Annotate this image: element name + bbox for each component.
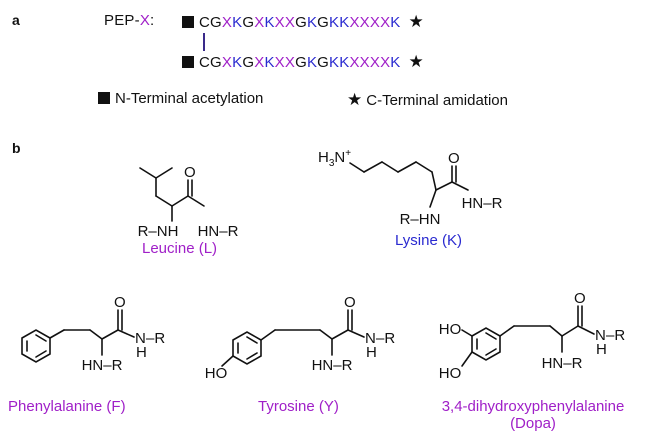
tyr-n: N — [365, 330, 376, 347]
leucine-o: O — [184, 164, 196, 181]
lysine-nh-left: R–HN — [400, 211, 441, 228]
phe-o: O — [114, 294, 126, 311]
sequence-token: KK — [329, 54, 350, 71]
phenylalanine-structure — [21, 309, 135, 363]
sequence-token: K — [390, 54, 401, 71]
legend-n-terminal: N-Terminal acetylation — [98, 90, 263, 107]
sequence-row-1: CGXKGXKXXGKGKKXXXXK★ — [182, 12, 424, 32]
sequence-token: K — [232, 54, 243, 71]
sequence-token: G — [295, 14, 307, 31]
leucine-caption: Leucine (L) — [142, 240, 218, 257]
sequence-token: G — [317, 54, 330, 71]
star-icon: ★ — [408, 12, 424, 31]
sequence-token: K — [264, 54, 275, 71]
sequence-token: K — [232, 14, 243, 31]
leucine-structure — [139, 167, 205, 222]
lysine-nh-right: HN–R — [462, 195, 503, 212]
leucine-nh-right: HN–R — [198, 223, 239, 240]
dopa-ho-top: HO — [439, 321, 462, 338]
tyr-o: O — [344, 294, 356, 311]
phe-n: N — [135, 330, 146, 347]
pep-x: X — [139, 12, 151, 29]
star-icon: ★ — [347, 90, 363, 109]
panel-b-label: b — [12, 140, 21, 156]
sequence-token: G — [317, 14, 330, 31]
sequence-token: K — [306, 14, 318, 31]
lysine-structure — [349, 161, 469, 208]
lysine-h3n: H3N+ — [318, 148, 351, 169]
tyr-h: H — [366, 344, 377, 361]
dopa-caption-line-2: (Dopa) — [510, 415, 556, 432]
sequence-token: XXXX — [349, 54, 391, 71]
lysine-o: O — [448, 150, 460, 167]
acetyl-square-icon — [98, 92, 110, 104]
sequence-token: K — [390, 14, 401, 31]
tyrosine-structure — [221, 309, 365, 367]
phe-hn: HN–R — [82, 357, 123, 374]
sequence-token: G — [295, 54, 307, 71]
sequence-token: XXXX — [349, 14, 391, 31]
sequence-tokens-1: CGXKGXKXXGKGKKXXXXK — [199, 14, 401, 31]
sequence-token: XX — [274, 14, 296, 31]
sequence-token: X — [254, 54, 265, 71]
phe-h: H — [136, 344, 147, 361]
star-icon: ★ — [408, 52, 424, 71]
sequence-token: X — [221, 54, 233, 71]
dopa-n: N — [595, 327, 606, 344]
legend-c-terminal: ★C-Terminal amidation — [347, 90, 508, 110]
sequence-token: KK — [329, 14, 350, 31]
dopa-caption: 3,4-dihydroxyphenylalanine (Dopa) — [420, 398, 646, 432]
dopa-structure — [461, 305, 595, 367]
leucine-nh-left: R–NH — [138, 223, 179, 240]
sequence-tokens-2: CGXKGXKXXGKGKKXXXXK — [199, 54, 401, 71]
pep-prefix: PEP- — [104, 12, 140, 29]
sequence-token: CG — [199, 54, 222, 71]
dopa-h: H — [596, 341, 607, 358]
disulfide-bond — [203, 33, 205, 51]
phe-r: –R — [146, 330, 165, 347]
lysine-caption: Lysine (K) — [395, 232, 462, 249]
legend-n-text: N-Terminal acetylation — [115, 90, 264, 107]
sequence-token: X — [221, 14, 233, 31]
pep-x-label: PEP-X: — [104, 12, 154, 29]
dopa-ho-bottom: HO — [439, 365, 462, 382]
dopa-o: O — [574, 290, 586, 307]
tyr-hn: HN–R — [312, 357, 353, 374]
sequence-token: CG — [199, 14, 222, 31]
sequence-token: XX — [274, 54, 296, 71]
tyrosine-caption: Tyrosine (Y) — [258, 398, 339, 415]
acetyl-square-icon — [182, 16, 194, 28]
pep-colon: : — [150, 12, 155, 29]
dopa-caption-line-1: 3,4-dihydroxyphenylalanine — [441, 398, 625, 415]
sequence-token: X — [254, 14, 265, 31]
sequence-token: K — [306, 54, 318, 71]
acetyl-square-icon — [182, 56, 194, 68]
sequence-row-2: CGXKGXKXXGKGKKXXXXK★ — [182, 52, 424, 72]
tyr-ho: HO — [205, 365, 228, 382]
legend-c-text: C-Terminal amidation — [366, 92, 508, 109]
dopa-hn: HN–R — [542, 355, 583, 372]
panel-a-label: a — [12, 12, 20, 28]
sequence-token: G — [242, 14, 255, 31]
phenylalanine-caption: Phenylalanine (F) — [8, 398, 126, 415]
sequence-token: K — [264, 14, 275, 31]
tyr-r: –R — [376, 330, 395, 347]
dopa-r: –R — [606, 327, 625, 344]
sequence-token: G — [242, 54, 255, 71]
